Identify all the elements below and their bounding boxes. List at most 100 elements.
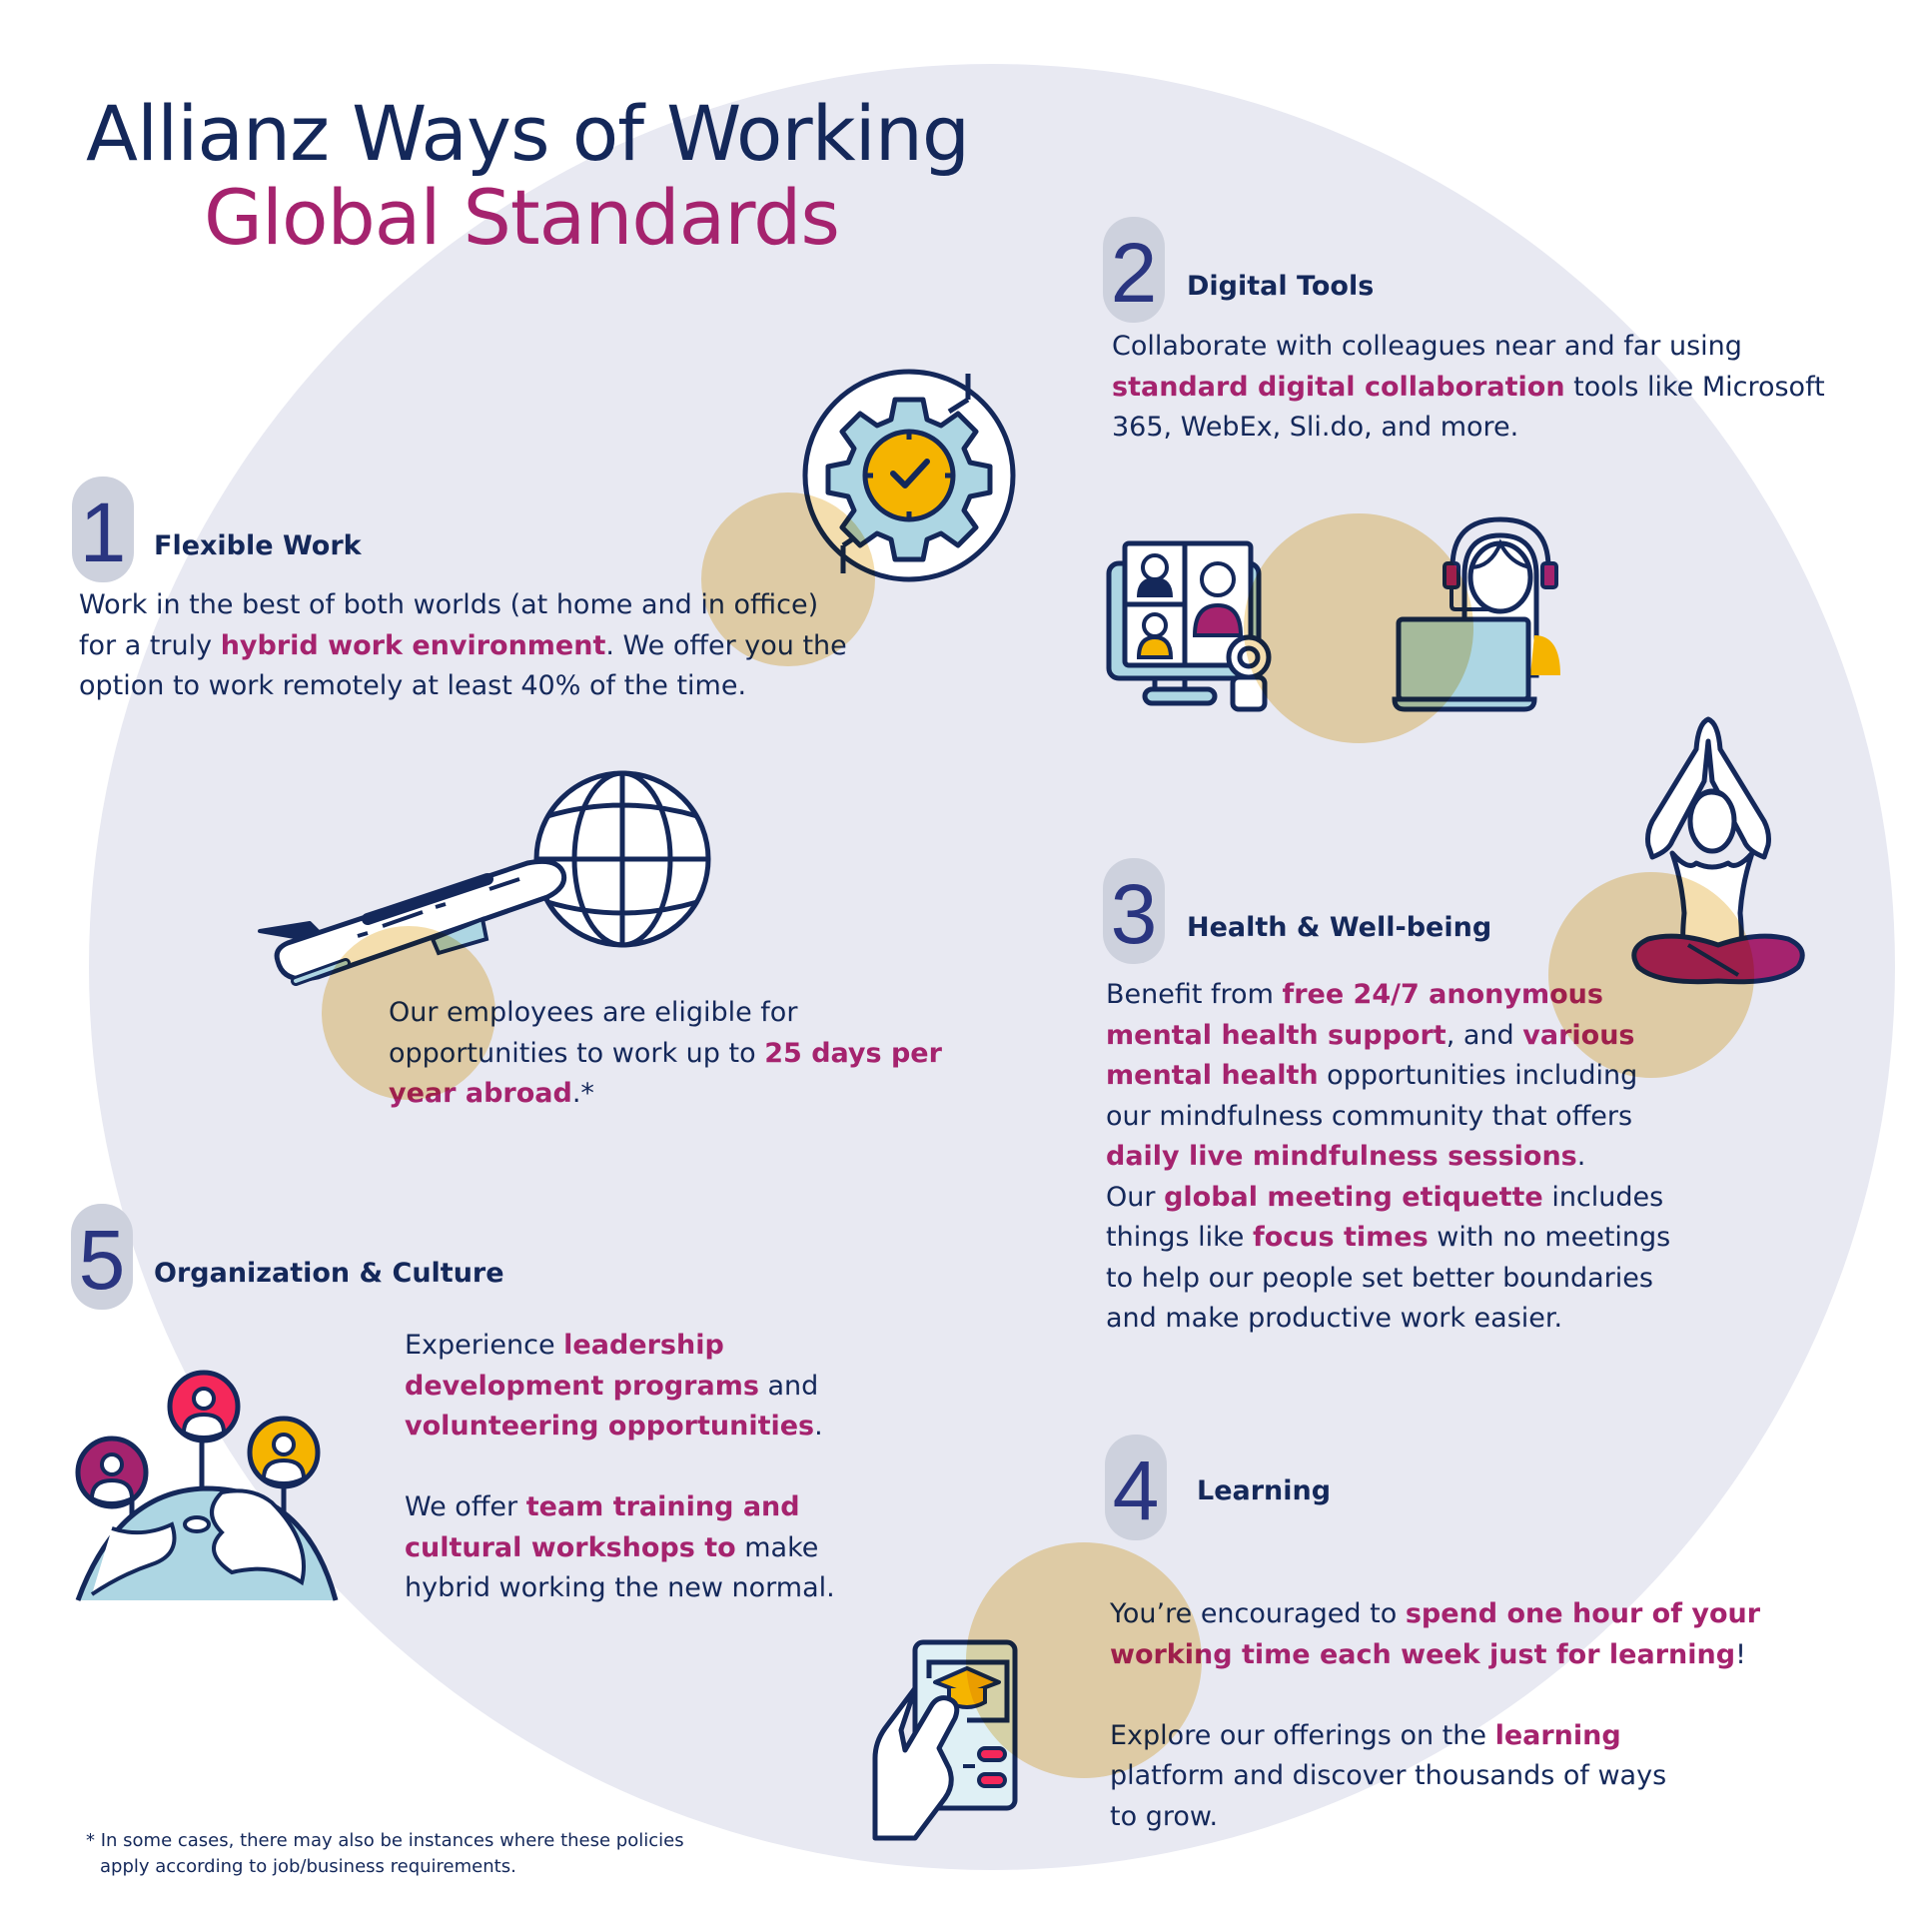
body-text-run: tools like Microsoft [1564, 371, 1825, 403]
text-line: and make productive work easier. [1106, 1299, 1670, 1340]
text-line: our mindfulness community that offers [1106, 1097, 1670, 1138]
text-line [405, 1448, 835, 1488]
accent-circle-airplane [322, 926, 495, 1100]
section-heading-learning: Learning [1197, 1475, 1332, 1506]
body-text-run: Benefit from [1106, 979, 1283, 1010]
section-number: 2 [1110, 226, 1158, 320]
highlight-text: spend one hour of your [1405, 1598, 1761, 1629]
accent-circle-yoga [1548, 872, 1754, 1078]
section-body-digital-tools: Collaborate with colleagues near and far… [1112, 327, 1825, 449]
body-text-run: Experience [405, 1330, 564, 1361]
body-text-run: Our [1106, 1181, 1165, 1213]
highlight-text: global meeting etiquette [1164, 1181, 1543, 1213]
highlight-text: learning [1494, 1719, 1621, 1751]
body-text-run: . [814, 1411, 823, 1442]
section-heading-flexible-work: Flexible Work [154, 530, 362, 561]
highlight-text: cultural workshops to [405, 1531, 736, 1563]
airplane-globe-icon [258, 761, 717, 991]
text-line: mental health opportunities including [1106, 1056, 1670, 1097]
body-text-run: hybrid working the new normal. [405, 1572, 835, 1603]
text-line: hybrid working the new normal. [405, 1568, 835, 1609]
section-number: 4 [1112, 1444, 1160, 1537]
footnote-line-1: * In some cases, there may also be insta… [86, 1830, 684, 1851]
section-heading-digital-tools: Digital Tools [1187, 271, 1375, 302]
highlight-text: volunteering opportunities [405, 1411, 815, 1442]
text-line: Explore our offerings on the learning [1110, 1716, 1760, 1757]
text-line: Collaborate with colleagues near and far… [1112, 327, 1825, 368]
highlight-text: focus times [1252, 1222, 1429, 1253]
text-line [1110, 1675, 1760, 1716]
text-line: cultural workshops to make [405, 1528, 835, 1569]
text-line: 365, WebEx, Sli.do, and more. [1112, 408, 1825, 449]
section-heading-culture: Organization & Culture [154, 1258, 504, 1289]
highlight-text: mental health [1106, 1060, 1319, 1091]
text-line: standard digital collaboration tools lik… [1112, 368, 1825, 409]
text-line: Experience leadership [405, 1326, 835, 1367]
section-badge-3: 3 [1103, 858, 1165, 964]
body-text-run: . [1576, 1141, 1586, 1172]
body-text-run: to grow. [1110, 1800, 1219, 1832]
body-text-run: with no meetings [1428, 1222, 1671, 1253]
section-heading-health: Health & Well-being [1187, 912, 1492, 943]
highlight-text: mental health support [1106, 1019, 1447, 1051]
body-text-run: We offer [405, 1491, 526, 1522]
footnote-line-2: apply according to job/business requirem… [100, 1856, 516, 1877]
text-line: to help our people set better boundaries [1106, 1259, 1670, 1300]
section-number: 1 [79, 485, 127, 579]
accent-circle-gear [701, 492, 875, 666]
globe-people-pins-icon [72, 1369, 342, 1608]
section-badge-1: 1 [72, 477, 134, 582]
highlight-text: hybrid work environment [220, 629, 606, 661]
body-text-run: includes [1542, 1181, 1664, 1213]
section-badge-5: 5 [71, 1204, 133, 1310]
body-text-run: make [735, 1531, 819, 1563]
body-text-run: and make productive work easier. [1106, 1303, 1563, 1334]
accent-circle-digital [1244, 513, 1473, 743]
text-line: to grow. [1110, 1797, 1760, 1838]
body-text-run: our mindfulness community that offers [1106, 1100, 1633, 1132]
text-line: Work in the best of both worlds (at home… [79, 585, 847, 626]
highlight-text: team training and [525, 1491, 800, 1522]
body-text-run: .* [571, 1078, 594, 1109]
text-line: working time each week just for learning… [1110, 1635, 1760, 1676]
highlight-text: 25 days per [764, 1037, 942, 1069]
body-text-run: Collaborate with colleagues near and far… [1112, 331, 1742, 362]
section-body-flexible-work: Work in the best of both worlds (at home… [79, 585, 847, 707]
page-title: Allianz Ways of Working [86, 89, 970, 178]
section-number: 3 [1110, 867, 1158, 961]
body-text-run: and [758, 1370, 819, 1402]
body-text-run: Work in the best of both worlds (at home… [79, 589, 819, 620]
body-text-run: ! [1735, 1638, 1746, 1670]
text-line: You’re encouraged to spend one hour of y… [1110, 1594, 1760, 1635]
text-line: things like focus times with no meetings [1106, 1218, 1670, 1259]
section-badge-2: 2 [1103, 217, 1165, 323]
body-text-run: , and [1446, 1019, 1523, 1051]
text-line: development programs and [405, 1367, 835, 1408]
body-text-run: opportunities including [1318, 1060, 1638, 1091]
body-text-run: things like [1106, 1222, 1253, 1253]
text-line: option to work remotely at least 40% of … [79, 666, 847, 707]
body-text-run: platform and discover thousands of ways [1110, 1760, 1667, 1791]
section-number: 5 [78, 1213, 126, 1307]
text-line: Our global meeting etiquette includes [1106, 1178, 1670, 1219]
highlight-text: development programs [405, 1370, 759, 1402]
body-text-run: 365, WebEx, Sli.do, and more. [1112, 412, 1519, 443]
text-line: We offer team training and [405, 1487, 835, 1528]
page-subtitle: Global Standards [204, 173, 840, 262]
section-body-learning: You’re encouraged to spend one hour of y… [1110, 1594, 1760, 1837]
highlight-text: standard digital collaboration [1112, 371, 1565, 403]
section-badge-4: 4 [1105, 1435, 1167, 1540]
text-line: daily live mindfulness sessions. [1106, 1137, 1670, 1178]
body-text-run: for a truly [79, 629, 221, 661]
text-line: platform and discover thousands of ways [1110, 1756, 1760, 1797]
text-line: volunteering opportunities. [405, 1407, 835, 1448]
highlight-text: working time each week just for learning [1110, 1638, 1736, 1670]
text-line: year abroad.* [389, 1074, 942, 1115]
body-text-run: option to work remotely at least 40% of … [79, 670, 747, 701]
body-text-run: to help our people set better boundaries [1106, 1262, 1653, 1294]
footnote: * In some cases, there may also be insta… [86, 1828, 684, 1880]
accent-circle-learning [966, 1542, 1202, 1778]
highlight-text: leadership [563, 1330, 724, 1361]
